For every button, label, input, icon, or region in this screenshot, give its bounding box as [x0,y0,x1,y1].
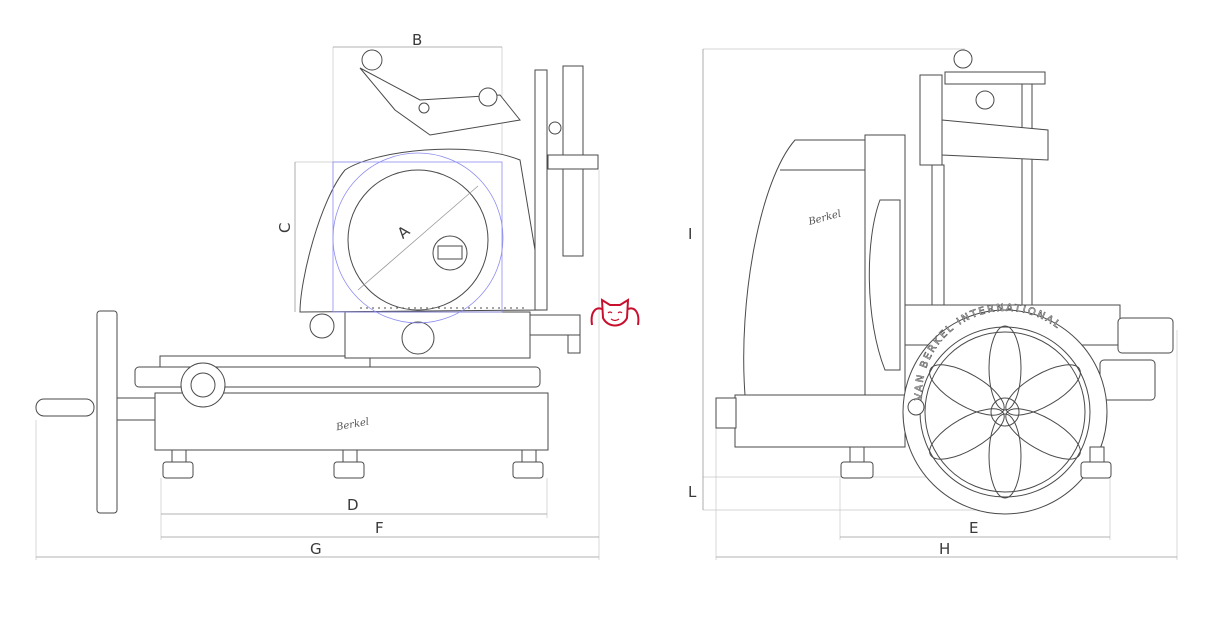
feet [162,449,544,479]
crank-handle [35,398,95,417]
product-table [344,311,531,359]
front-view: Berkel [35,47,600,560]
side-base [734,394,906,448]
carriage-knob [180,362,226,408]
label-E: E [969,519,978,537]
flywheel: VAN BERKEL INTERNATIONAL [902,303,1108,515]
side-dimensions [702,49,1177,558]
label-C: C [276,223,294,233]
shaft [116,397,158,421]
label-G: G [310,540,322,558]
front-dimensions [36,46,599,558]
blade [347,169,489,311]
label-L: L [688,483,697,501]
cat-face-icon [590,298,640,327]
label-B: B [412,31,422,49]
side-view: Berkel [703,48,1178,560]
motor-housing [743,139,866,396]
label-F: F [375,519,384,537]
rail-top [159,355,371,368]
label-H: H [939,540,950,558]
label-D: D [347,496,359,514]
label-I: I [688,225,692,243]
column [534,69,548,311]
blade-center-cap [432,235,468,271]
sharpener-arm [359,67,521,136]
flywheel-side [96,310,118,514]
